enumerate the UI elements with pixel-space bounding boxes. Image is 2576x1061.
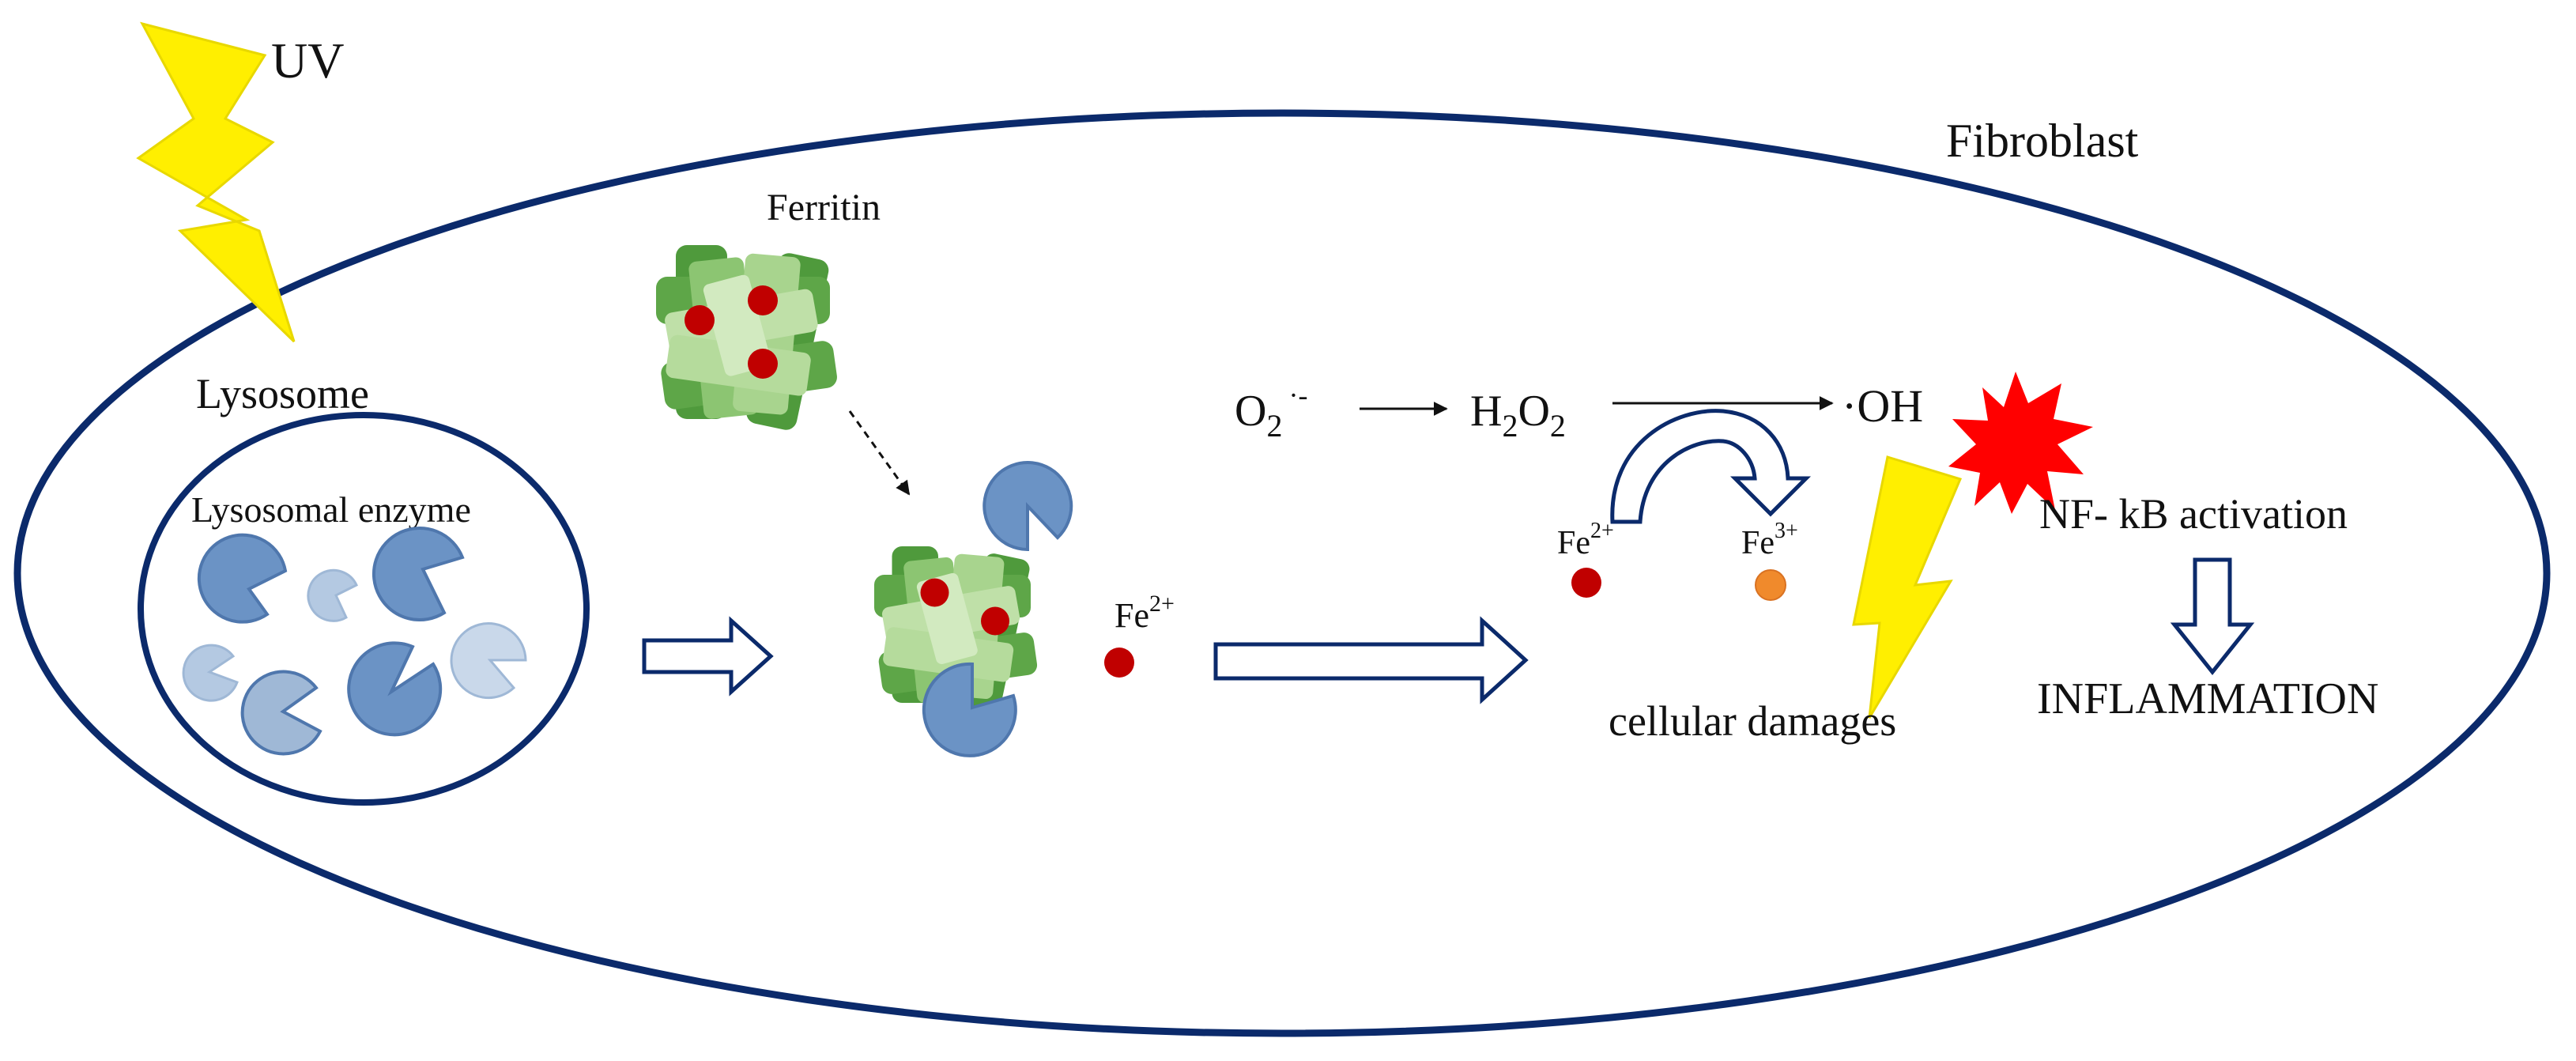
uv-lightning-bolt-icon <box>136 21 296 343</box>
fenton-fe3-label: Fe3+ <box>1741 519 1798 561</box>
fibroblast-label: Fibroblast <box>1946 115 2139 167</box>
fe3-iron-icon <box>1755 569 1786 601</box>
fibroblast-cell-outline <box>13 109 2551 1037</box>
hydrogen-peroxide-label: H2O2 <box>1470 387 1566 444</box>
ferritin-cage-icon <box>656 245 839 432</box>
pacman-enzyme-icon <box>450 622 527 700</box>
uv-label: UV <box>271 32 344 89</box>
superoxide-label: O2·- <box>1235 379 1307 444</box>
pacman-enzyme-icon <box>182 644 239 702</box>
inflammation-label: INFLAMMATION <box>2037 674 2378 723</box>
pacman-enzyme-icon <box>372 527 465 622</box>
fe2-released-label: Fe2+ <box>1115 591 1175 635</box>
pacman-enzyme-icon <box>983 461 1073 552</box>
iron-ion <box>748 285 778 315</box>
lysosome-outline <box>138 412 590 806</box>
lysosomal-enzyme-label: Lysosomal enzyme <box>191 489 471 530</box>
iron-ion <box>920 578 949 607</box>
iron-ion <box>748 349 778 379</box>
pacman-enzyme-icon <box>240 670 322 756</box>
iron-ion <box>981 606 1009 636</box>
hollow-arrow-icon <box>642 616 774 697</box>
pacman-enzyme-icon <box>307 568 358 622</box>
pacman-enzyme-icon <box>922 662 1017 757</box>
fe2-released-iron-icon <box>1104 648 1134 678</box>
nfkb-activation-label: NF- kB activation <box>2039 490 2348 538</box>
pacman-enzyme-icon <box>347 641 443 737</box>
fe2-iron-icon <box>1571 568 1601 598</box>
degraded-ferritin-icon <box>874 546 1039 715</box>
iron-ion <box>685 305 715 335</box>
lysosomal-enzymes <box>182 527 527 756</box>
fenton-curved-arrow-icon <box>1610 409 1812 524</box>
ferritin-label: Ferritin <box>767 187 881 228</box>
cellular-damages-label: cellular damages <box>1609 697 1896 745</box>
hollow-arrow-icon <box>1213 616 1529 704</box>
hydroxyl-radical-label: ·OH <box>1842 380 1923 432</box>
damage-lightning-bolt-icon <box>1852 455 1963 719</box>
dashed-arrow <box>848 410 911 496</box>
lysosome-label: Lysosome <box>196 370 369 417</box>
fenton-fe2-label: Fe2+ <box>1557 519 1614 561</box>
explosion-burst-icon <box>1948 372 2093 514</box>
pacman-enzyme-icon <box>197 533 288 624</box>
hollow-arrow-icon <box>2170 557 2255 676</box>
